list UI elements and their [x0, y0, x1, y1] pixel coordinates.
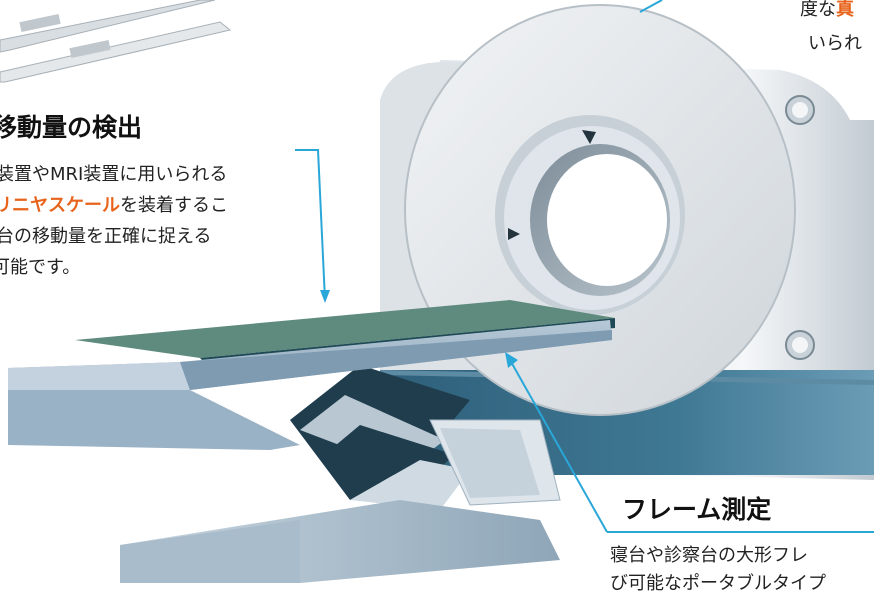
top-right-text-a: 度な [800, 0, 836, 20]
movement-text-line2: リニヤスケールを装着するこ [0, 194, 228, 218]
frame-leader-line [509, 359, 608, 533]
bed-support [290, 365, 470, 510]
movement-text-line1: 装置やMRI装置に用いられる [0, 164, 228, 185]
frame-text-line1: 寝台や診察台の大形フレ [610, 545, 808, 566]
top-right-text-line2: いられ [808, 33, 862, 54]
top-right-highlight: 真 [836, 0, 854, 20]
top-right-text-line1: 度な真 [800, 0, 854, 22]
movement-text-line2-rest: を装着するこ [120, 195, 228, 216]
arrow-icon [508, 228, 520, 240]
top-leader-line [639, 0, 663, 13]
callout-lines [295, 0, 874, 533]
frame-text-line2: び可能なポータブルタイプ [610, 573, 826, 594]
movement-text-line3: 台の移動量を正確に捉える [0, 226, 212, 247]
movement-text-line4: 可能です。 [0, 257, 81, 278]
rail-icon [0, 0, 232, 83]
bed-foot [120, 419, 561, 583]
ct-scanner-illustration [0, 0, 874, 583]
arrow-icon [582, 130, 596, 144]
patient-table [8, 300, 615, 450]
movement-highlight: リニヤスケール [0, 195, 120, 216]
movement-leader-line [295, 149, 326, 301]
movement-heading: 移動量の検出 [0, 113, 143, 142]
frame-heading: フレーム測定 [622, 495, 772, 524]
